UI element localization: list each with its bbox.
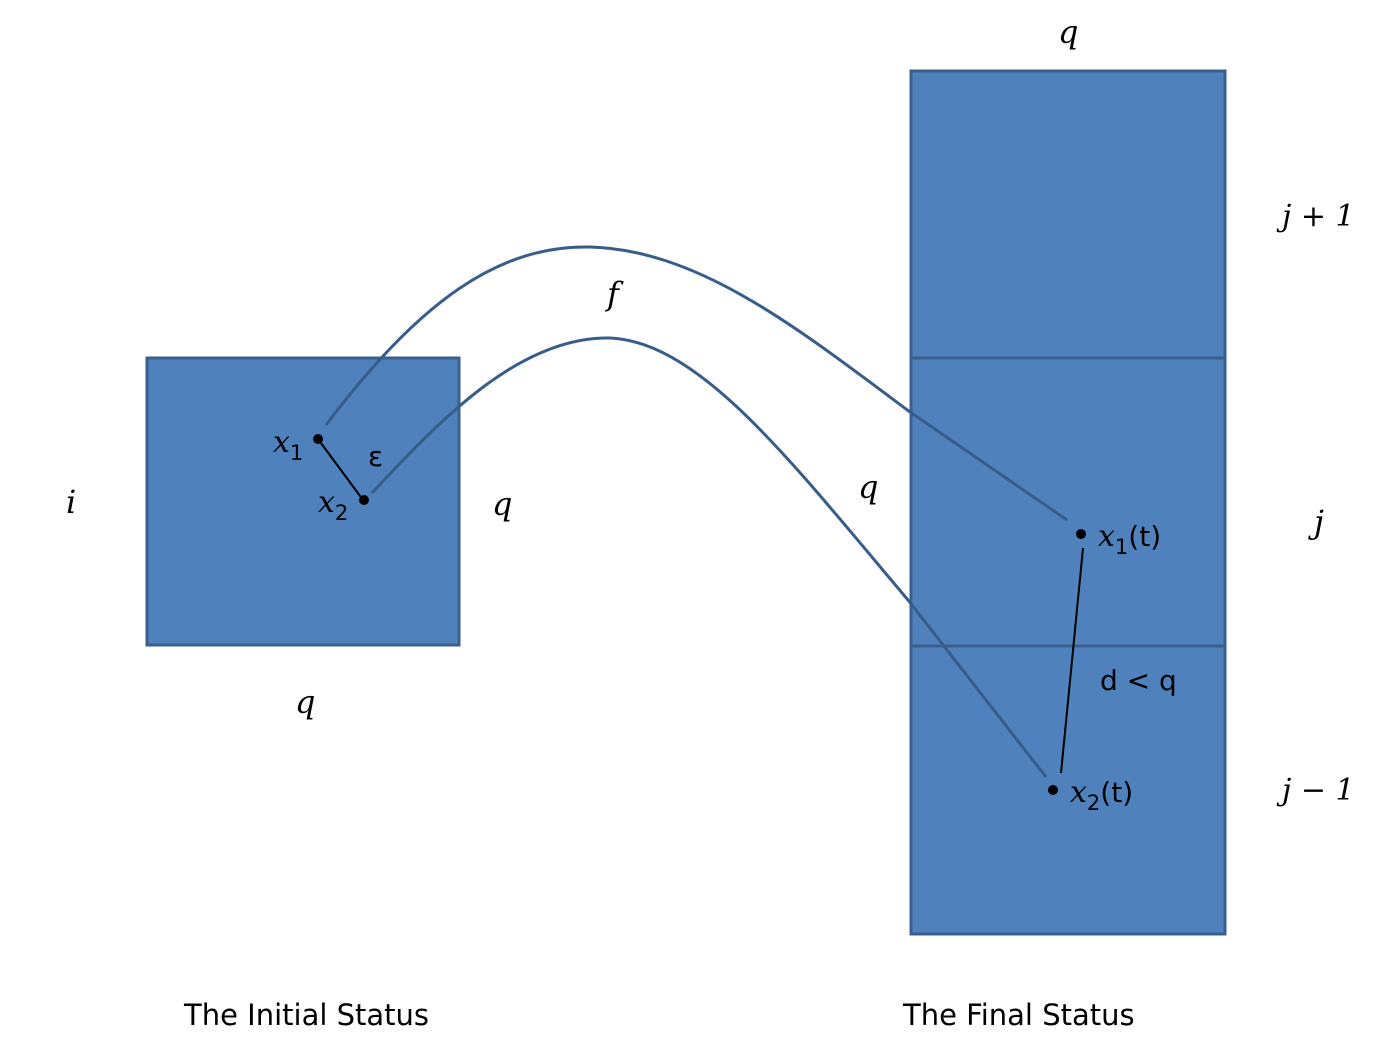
point-x2 (359, 495, 369, 505)
caption-final-status: The Final Status (902, 998, 1135, 1032)
caption-initial-status: The Initial Status (183, 998, 429, 1032)
trajectory-curve-x2 (370, 336, 1048, 778)
label-x2-t: x2(t) (1070, 775, 1133, 815)
trajectory-curve-x1 (324, 245, 1068, 522)
epsilon-segment (317, 438, 364, 501)
label-row-i: i (66, 483, 76, 521)
label-mapping-q: q (858, 468, 878, 506)
distance-segment (1060, 547, 1084, 774)
label-initial-bottom-q: q (295, 683, 315, 721)
label-row-j-plus-1: j + 1 (1276, 199, 1355, 234)
label-x2: x2 (318, 485, 348, 525)
label-x1: x1 (273, 425, 303, 465)
initial-square (145, 356, 461, 647)
label-row-j: j (1308, 503, 1324, 541)
label-row-j-minus-1: j − 1 (1276, 773, 1355, 808)
point-x2-t (1048, 785, 1058, 795)
label-x1-t: x1(t) (1098, 519, 1161, 559)
point-x1 (313, 434, 323, 444)
final-cell-middle (909, 356, 1227, 648)
final-cell-lower (909, 644, 1227, 936)
final-column (909, 69, 1227, 936)
label-distance-d: d < q (1100, 664, 1177, 697)
final-cell-upper (909, 69, 1227, 360)
label-epsilon: ε (368, 440, 383, 473)
point-x1-t (1076, 529, 1086, 539)
label-mapping-f: f (605, 275, 624, 313)
label-final-top-q: q (1058, 13, 1078, 51)
label-initial-side-q: q (492, 485, 512, 523)
